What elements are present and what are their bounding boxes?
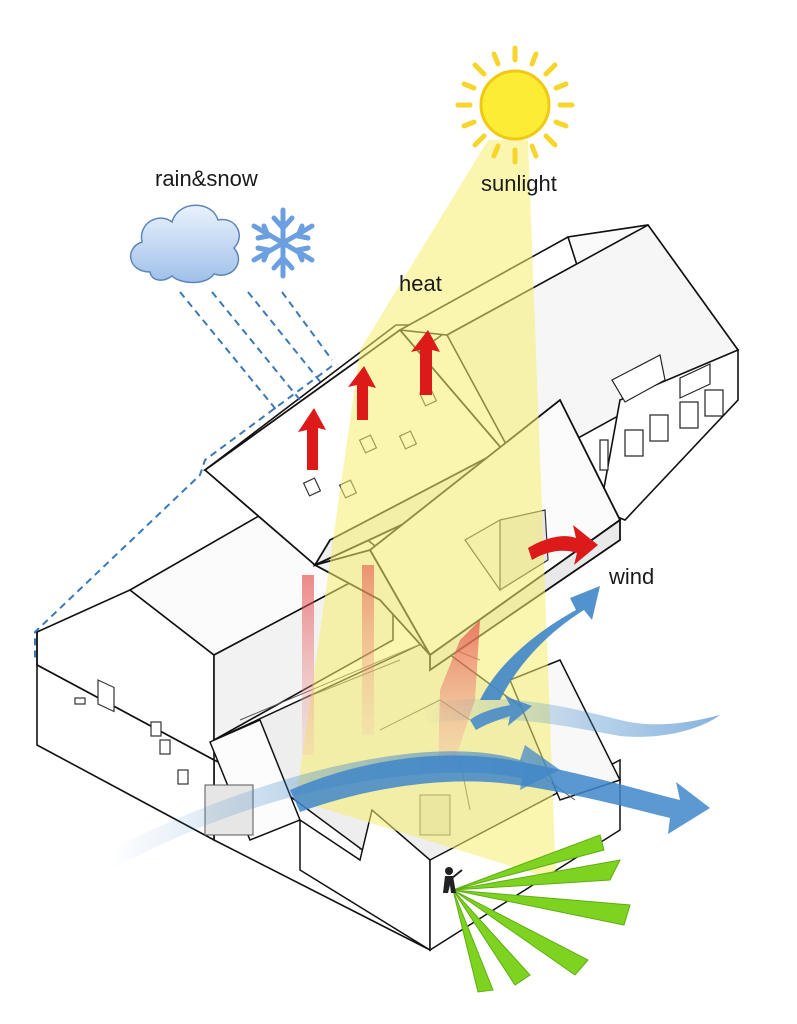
sun-icon <box>455 45 575 165</box>
cloud-icon <box>129 204 240 284</box>
rain-lines <box>34 291 333 660</box>
heat-shafts <box>302 565 480 770</box>
heat-arrow <box>348 366 376 420</box>
heat-label: heat <box>399 271 442 296</box>
view-rays <box>452 834 631 993</box>
snowflake-icon <box>251 207 315 279</box>
exhaust-arrow <box>528 525 598 565</box>
heat-arrow <box>411 330 440 395</box>
rain-snow-label: rain&snow <box>155 166 258 191</box>
wind-label: wind <box>609 564 655 589</box>
wind-flows <box>110 586 720 870</box>
heat-arrow <box>298 408 326 470</box>
person-icon <box>443 867 463 893</box>
back-wing-windows <box>599 354 724 471</box>
heat-arrows <box>298 330 440 470</box>
sunlight-label: sunlight <box>481 171 557 196</box>
